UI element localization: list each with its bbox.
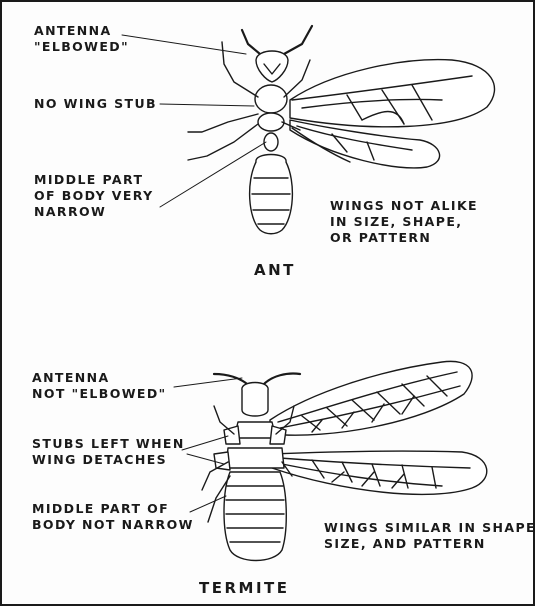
- termite-thorax: [234, 422, 276, 438]
- ant-wing-stub-label: NO WING STUB: [34, 96, 157, 112]
- ant-body-label: MIDDLE PART OF BODY VERY NARROW: [34, 172, 154, 220]
- termite-body-label: MIDDLE PART OF BODY NOT NARROW: [32, 501, 194, 533]
- termite-antenna-label: ANTENNA NOT "ELBOWED": [32, 370, 167, 402]
- ant-left-antenna: [242, 30, 260, 54]
- ant-right-antenna: [284, 26, 312, 54]
- ant-head: [256, 51, 288, 82]
- termite-wing-stub-lower: [214, 452, 230, 470]
- termite-head: [242, 383, 268, 417]
- termite-abdomen: [224, 472, 286, 561]
- termite-title: TERMITE: [199, 580, 290, 596]
- ant-title: ANT: [254, 262, 296, 278]
- termite-wings-label: WINGS SIMILAR IN SHAPE SIZE, AND PATTERN: [324, 520, 535, 552]
- ant-thorax: [255, 85, 287, 113]
- ant-wings-label: WINGS NOT ALIKE IN SIZE, SHAPE, OR PATTE…: [330, 198, 478, 246]
- termite-right-antenna: [264, 373, 300, 384]
- termite-wing-stub-upper: [224, 426, 240, 444]
- ant-wings: [290, 60, 494, 168]
- ant-antenna-label: ANTENNA "ELBOWED": [34, 23, 129, 55]
- termite-wings: [270, 361, 487, 494]
- termite-stubs-label: STUBS LEFT WHEN WING DETACHES: [32, 436, 185, 468]
- termite-left-antenna: [214, 374, 247, 384]
